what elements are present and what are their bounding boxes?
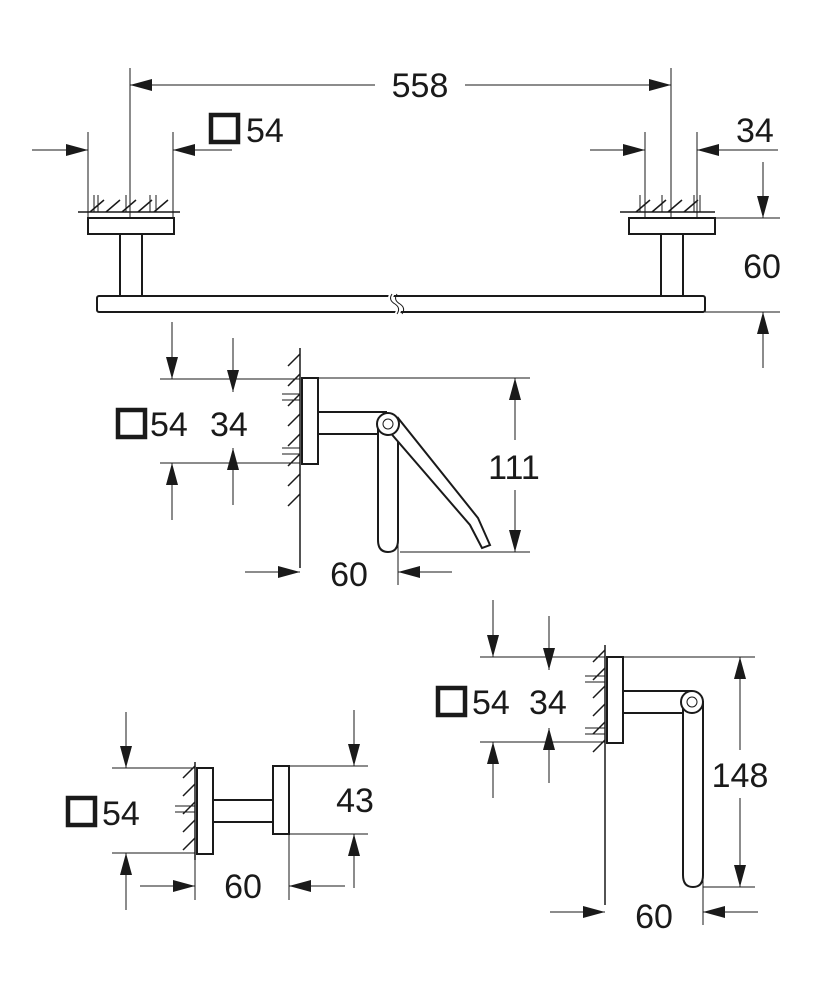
ring-pivot	[680, 690, 704, 714]
dimension-60: 60	[330, 556, 368, 594]
wall-hatch-icon	[593, 650, 605, 752]
hook-arm	[213, 800, 275, 822]
arrowhead-icon	[173, 880, 195, 892]
arrowhead-icon	[120, 746, 132, 768]
arrowhead-icon	[348, 834, 360, 856]
dimension-60: 60	[224, 868, 262, 906]
rosette	[607, 657, 623, 743]
arrowhead-icon	[734, 865, 746, 887]
arrowhead-icon	[487, 635, 499, 657]
arrowhead-icon	[398, 566, 420, 578]
holder-pivot-inner	[382, 418, 394, 430]
dimension-54: 54	[102, 795, 140, 833]
arrowhead-icon	[227, 370, 239, 392]
right-rosette	[629, 218, 715, 234]
holder-arm	[318, 412, 386, 434]
ring-pivot-inner	[686, 696, 698, 708]
paper-holder-view: 54 34 111 60	[118, 322, 540, 594]
dimension-54: 54	[150, 406, 188, 444]
holder-flap	[388, 418, 490, 548]
right-post	[661, 234, 683, 304]
rosette	[302, 378, 318, 464]
dimension-54: 54	[472, 684, 510, 722]
towel-bar-view: 558 54 34	[32, 67, 781, 368]
dimension-34: 34	[736, 112, 774, 150]
square-section-icon	[438, 688, 465, 715]
arrowhead-icon	[227, 448, 239, 470]
arrowhead-icon	[757, 196, 769, 218]
screw-marks	[282, 394, 300, 454]
ring-rod	[683, 702, 703, 887]
arrowhead-icon	[509, 530, 521, 552]
arrowhead-icon	[120, 853, 132, 875]
dimension-43: 43	[336, 782, 374, 820]
left-rosette	[88, 218, 174, 234]
dimension-34: 34	[529, 684, 567, 722]
wall-hatch-icon	[183, 766, 195, 850]
arrowhead-icon	[543, 728, 555, 750]
arrowhead-icon	[623, 144, 645, 156]
arrowhead-icon	[173, 144, 195, 156]
wall-hatch-icon	[90, 200, 698, 212]
holder-rod	[378, 425, 398, 552]
arrowhead-icon	[166, 463, 178, 485]
screw-marks	[94, 195, 700, 212]
arrowhead-icon	[543, 648, 555, 670]
arrowhead-icon	[697, 144, 719, 156]
arrowhead-icon	[757, 312, 769, 334]
arrowhead-icon	[703, 906, 725, 918]
screw-marks	[175, 806, 195, 812]
holder-pivot	[376, 412, 400, 436]
square-section-icon	[68, 798, 95, 825]
rosette	[197, 768, 213, 854]
dimension-558: 558	[392, 67, 449, 105]
arrowhead-icon	[166, 357, 178, 379]
hook-cap	[273, 766, 289, 834]
hook-view: 54 43 60	[68, 710, 374, 910]
towel-ring-view: 54 34 148 60	[438, 600, 768, 936]
arrowhead-icon	[130, 79, 152, 91]
dimension-60: 60	[743, 248, 781, 286]
wall-hatch-icon	[288, 354, 300, 506]
break-mark	[396, 294, 404, 314]
towel-bar	[97, 296, 705, 312]
arrowhead-icon	[583, 906, 605, 918]
dimension-34: 34	[210, 406, 248, 444]
arrowhead-icon	[649, 79, 671, 91]
left-post	[120, 234, 142, 304]
break-mark	[391, 294, 399, 314]
arrowhead-icon	[289, 880, 311, 892]
dimension-148: 148	[712, 757, 769, 795]
dimension-111: 111	[488, 449, 540, 487]
dimension-60: 60	[635, 898, 673, 936]
arrowhead-icon	[734, 657, 746, 679]
square-section-icon	[211, 115, 238, 142]
arrowhead-icon	[487, 742, 499, 764]
arrowhead-icon	[509, 378, 521, 400]
arrowhead-icon	[278, 566, 300, 578]
screw-marks	[585, 676, 605, 734]
square-section-icon	[118, 410, 145, 437]
dimension-54: 54	[246, 112, 284, 150]
arrowhead-icon	[348, 744, 360, 766]
arrowhead-icon	[66, 144, 88, 156]
